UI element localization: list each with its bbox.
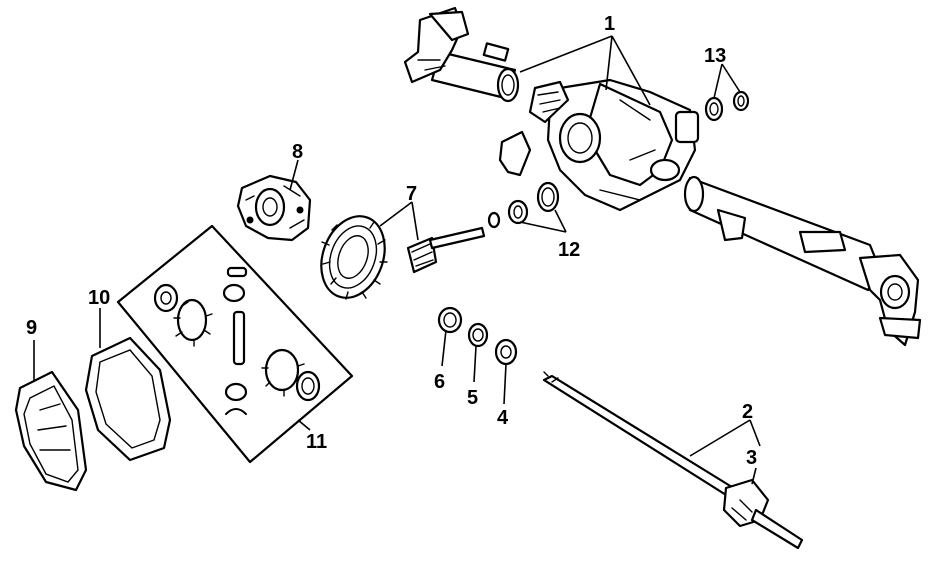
callout-5: 5 <box>467 387 478 409</box>
u-joint <box>722 478 804 550</box>
callout-13: 13 <box>704 45 726 67</box>
callout-6: 6 <box>434 371 445 393</box>
ring-and-pinion-gear <box>320 215 486 300</box>
differential-gear-kit <box>116 224 354 464</box>
callout-9: 9 <box>26 317 37 339</box>
differential-case <box>236 174 312 242</box>
axle-housing <box>403 6 922 347</box>
callout-8: 8 <box>292 141 303 163</box>
seal-and-snap-ring <box>704 90 750 122</box>
axle-bearing <box>494 338 518 366</box>
cover-gasket <box>84 336 172 462</box>
callout-labels: 1 2 3 4 5 6 7 8 9 10 11 12 13 <box>26 13 757 469</box>
callout-3: 3 <box>746 447 757 469</box>
callout-12: 12 <box>558 239 580 261</box>
differential-cover <box>14 370 88 492</box>
axle-shaft <box>542 371 742 502</box>
callout-2: 2 <box>742 401 753 423</box>
callout-7: 7 <box>406 183 417 205</box>
callout-4: 4 <box>497 407 509 429</box>
axle-washer <box>437 306 463 334</box>
callout-10: 10 <box>88 287 110 309</box>
callout-11: 11 <box>306 431 327 453</box>
axle-seal <box>467 322 489 348</box>
callout-1: 1 <box>604 13 615 35</box>
leader-lines <box>33 35 761 485</box>
pinion-bearing-set <box>487 181 560 229</box>
